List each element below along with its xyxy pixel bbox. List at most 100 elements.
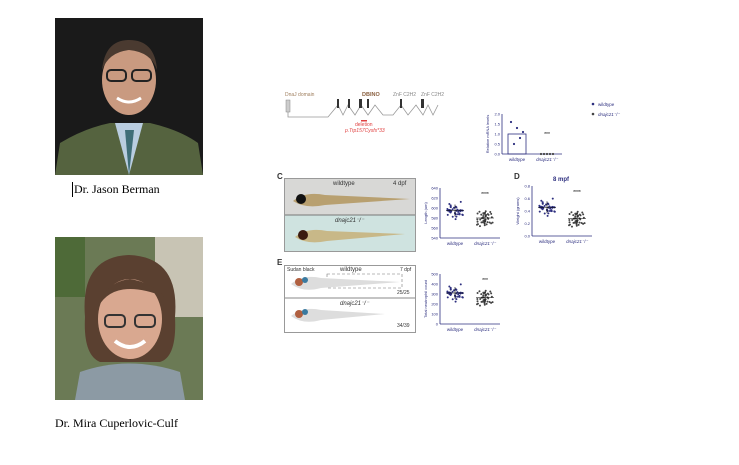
y-axis-label: Relative mRNA levels bbox=[485, 115, 490, 153]
data-point bbox=[484, 294, 487, 297]
data-point bbox=[483, 224, 486, 227]
data-point bbox=[476, 212, 479, 215]
data-point bbox=[461, 296, 464, 299]
data-point bbox=[451, 215, 454, 218]
data-point bbox=[487, 297, 490, 300]
y-tick-label: 1.5 bbox=[494, 122, 500, 127]
data-point bbox=[542, 152, 546, 156]
data-point bbox=[478, 304, 481, 307]
data-point bbox=[487, 213, 490, 216]
data-point bbox=[456, 208, 459, 211]
x-tick-label: dnajc21⁻/⁻ bbox=[536, 157, 558, 162]
data-point bbox=[487, 217, 490, 220]
x-tick-label: wildtype bbox=[509, 157, 526, 162]
data-point bbox=[459, 283, 462, 286]
significance-label: *** bbox=[544, 132, 550, 138]
data-point bbox=[476, 291, 479, 294]
data-point bbox=[568, 223, 571, 226]
deletion-label: deletion bbox=[355, 122, 373, 128]
data-point bbox=[455, 206, 458, 209]
data-point bbox=[456, 291, 459, 294]
image-label: 7 dpf bbox=[400, 267, 412, 273]
data-point bbox=[448, 203, 451, 206]
x-tick-label: dnajc21⁻/⁻ bbox=[474, 241, 496, 246]
data-point bbox=[455, 288, 458, 291]
data-point bbox=[579, 214, 582, 217]
data-point bbox=[446, 296, 449, 299]
image-label: 25/25 bbox=[397, 290, 410, 296]
mutation-label: p.Trp157Cysfs*33 bbox=[345, 128, 385, 134]
data-point bbox=[459, 200, 462, 203]
data-point bbox=[480, 293, 483, 296]
data-point bbox=[449, 288, 452, 291]
data-point bbox=[581, 211, 584, 214]
panel-c-images: wildtype 4 dpf dnajc21⁻/⁻ bbox=[284, 178, 416, 252]
data-point bbox=[482, 300, 485, 303]
data-point bbox=[446, 290, 449, 293]
data-point bbox=[450, 210, 453, 213]
data-point bbox=[482, 215, 485, 218]
data-point bbox=[551, 152, 555, 156]
data-point bbox=[579, 218, 582, 221]
y-tick-label: 620 bbox=[431, 196, 438, 201]
data-point bbox=[550, 210, 553, 213]
gene-domain-label: DnaJ domain bbox=[285, 92, 315, 98]
data-point bbox=[489, 290, 492, 293]
data-point bbox=[482, 212, 485, 215]
y-tick-label: 2.0 bbox=[494, 112, 500, 117]
data-point bbox=[449, 204, 452, 207]
data-point bbox=[484, 215, 487, 218]
data-point bbox=[539, 152, 543, 156]
y-tick-label: 0.0 bbox=[494, 152, 500, 157]
significance-label: **** bbox=[481, 192, 489, 198]
data-point bbox=[476, 302, 479, 305]
data-point bbox=[480, 213, 483, 216]
caption-mira-cuperlovic-culf: Dr. Mira Cuperlovic-Culf bbox=[55, 416, 178, 430]
legend-label: wildtype bbox=[598, 102, 615, 107]
data-point bbox=[490, 212, 493, 215]
data-point bbox=[450, 293, 453, 296]
photo-jason-berman bbox=[55, 18, 203, 175]
legend-marker bbox=[591, 102, 595, 106]
image-label: dnajc21⁻/⁻ bbox=[340, 301, 370, 307]
gene-diagram bbox=[285, 99, 439, 122]
data-point bbox=[546, 210, 549, 213]
data-point bbox=[478, 290, 481, 293]
data-point bbox=[546, 214, 549, 217]
data-point bbox=[457, 293, 460, 296]
gene-domain-label: DBINO bbox=[362, 92, 380, 98]
y-tick-label: 0.5 bbox=[494, 142, 500, 147]
data-point bbox=[454, 300, 457, 303]
y-tick-label: 300 bbox=[431, 292, 438, 297]
data-point bbox=[509, 120, 513, 124]
data-point bbox=[448, 285, 451, 288]
data-point bbox=[485, 223, 488, 226]
x-tick-label: dnajc21⁻/⁻ bbox=[474, 327, 496, 332]
y-tick-label: 600 bbox=[431, 206, 438, 211]
data-point bbox=[476, 218, 479, 221]
significance-label: *** bbox=[482, 278, 488, 284]
data-point bbox=[538, 204, 541, 207]
data-point bbox=[545, 203, 548, 206]
data-point bbox=[476, 300, 479, 303]
data-point bbox=[482, 220, 485, 223]
y-tick-label: 0.8 bbox=[524, 184, 530, 189]
data-point bbox=[458, 295, 461, 298]
data-point bbox=[490, 292, 493, 295]
data-point bbox=[454, 295, 457, 298]
y-axis-label: Length (um) bbox=[423, 202, 428, 224]
y-tick-label: 400 bbox=[431, 282, 438, 287]
data-point bbox=[578, 221, 581, 224]
data-point bbox=[482, 291, 485, 294]
image-label: 4 dpf bbox=[393, 181, 407, 187]
data-point bbox=[540, 199, 543, 202]
gene-domain-label: ZnF C2H2 bbox=[393, 92, 417, 98]
data-point bbox=[491, 221, 494, 224]
data-point bbox=[490, 222, 493, 225]
data-point bbox=[545, 152, 549, 156]
data-point bbox=[541, 201, 544, 204]
data-point bbox=[521, 130, 525, 134]
